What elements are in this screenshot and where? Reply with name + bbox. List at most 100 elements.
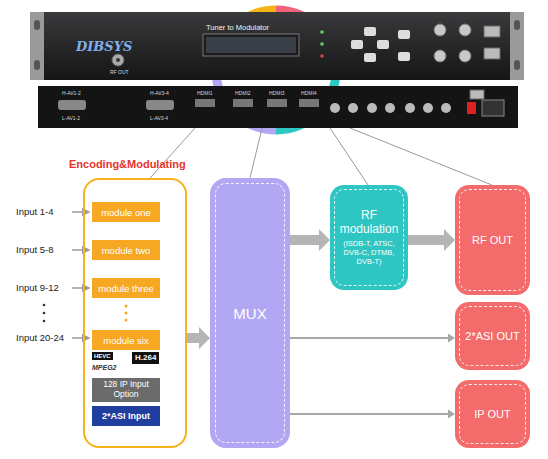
rack-hole <box>34 20 40 30</box>
port-label: HDMI2 <box>235 91 251 96</box>
leader-lines <box>150 128 492 185</box>
leader-line <box>150 128 195 178</box>
block-arrow <box>290 229 330 251</box>
input-arrow <box>72 211 89 213</box>
panel-body <box>38 86 518 128</box>
modulation-box: RF modulation (ISDB-T, ATSC, DVB-C, DTMB,… <box>330 185 408 290</box>
node-label: Encoding&Modulating <box>69 158 186 170</box>
f-connector <box>367 103 377 113</box>
module-box: module three <box>92 278 160 298</box>
hdmi-port <box>233 99 253 107</box>
node-label: RF modulation <box>338 209 400 235</box>
module-box: module six <box>92 330 160 350</box>
input-label: Input 9-12 <box>16 283 59 293</box>
input-label: Input 1-4 <box>16 207 54 217</box>
connector-arrow <box>408 229 455 251</box>
arrow-head <box>448 334 455 343</box>
node-sublabel: (ISDB-T, ATSC, DVB-C, DTMB, DVB-T) <box>338 239 400 266</box>
f-connector <box>423 103 433 113</box>
f-connector <box>405 103 415 113</box>
node-label: 128 IP Input Option <box>95 380 157 400</box>
f-connector <box>441 103 451 113</box>
dsub-port <box>58 100 86 110</box>
hdmi-port <box>195 99 215 107</box>
output-box: 2*ASI OUT <box>455 302 530 370</box>
rack-hole <box>514 20 520 30</box>
led <box>320 42 324 46</box>
connector-arrow <box>290 229 330 251</box>
dsub-port <box>146 100 174 110</box>
node-label: 2*ASI Input <box>102 411 150 421</box>
rj45-port <box>470 90 484 99</box>
led <box>320 30 324 34</box>
port-label: HDMI1 <box>197 91 213 96</box>
lcd-screen <box>206 37 296 53</box>
button <box>377 40 389 49</box>
input-arrows <box>72 212 89 338</box>
dot <box>125 312 128 315</box>
dot <box>125 305 128 308</box>
input-arrow <box>72 249 89 251</box>
mux-box: MUX <box>210 178 290 448</box>
output-box: IP OUT <box>455 380 530 448</box>
module-box: module two <box>92 240 160 260</box>
rack-ear <box>510 12 524 80</box>
leader-line <box>250 128 262 178</box>
port-label: RF OUT <box>110 70 129 75</box>
f-connector <box>434 24 446 36</box>
arrow-head <box>448 410 455 419</box>
rj45-port <box>484 48 500 59</box>
dot <box>125 319 128 322</box>
f-connector <box>459 24 471 36</box>
rack-ear <box>30 12 44 80</box>
rf-connector-pin <box>116 58 120 62</box>
codec-logo: H.264 <box>132 352 159 364</box>
button <box>398 52 410 61</box>
power-socket <box>482 100 504 116</box>
dot <box>43 304 46 307</box>
node-label: module six <box>103 335 148 346</box>
rf-connector <box>112 54 124 66</box>
rack-hole <box>514 60 520 70</box>
input-box: 2*ASI Input <box>92 406 160 426</box>
connector-arrow <box>187 327 210 349</box>
codec-logo: MPEG2 <box>92 364 117 371</box>
button <box>351 40 363 49</box>
connector-arrow <box>290 334 455 343</box>
port-label: L-AV3-4 <box>150 116 168 121</box>
block-arrow <box>408 229 455 251</box>
button <box>364 27 376 36</box>
leader-line <box>330 128 368 185</box>
module-box: module one <box>92 202 160 222</box>
group-container: Encoding&Modulatingmodule onemodule twom… <box>83 178 187 448</box>
option-box: 128 IP Input Option <box>92 378 160 402</box>
port-label: HDMI3 <box>269 91 285 96</box>
front-panel <box>30 12 524 80</box>
panel-body <box>30 12 524 80</box>
node-label: MUX <box>233 305 266 322</box>
node-label: 2*ASI OUT <box>465 330 519 342</box>
hdmi-port <box>299 99 319 107</box>
port-label: H-AV3-4 <box>150 91 169 96</box>
node-label: module three <box>98 283 153 294</box>
node-label: module two <box>102 245 151 256</box>
input-label: Input 20-24 <box>16 333 64 343</box>
input-label: Input 5-8 <box>16 245 54 255</box>
back-panel <box>38 86 518 128</box>
port-label: HDMI4 <box>301 91 317 96</box>
connector-line <box>290 337 448 339</box>
f-connector <box>348 103 358 113</box>
f-connector <box>330 103 340 113</box>
f-connector <box>434 50 446 62</box>
f-connector <box>385 103 395 113</box>
hdmi-port <box>267 99 287 107</box>
led <box>320 54 324 58</box>
input-arrow <box>72 287 89 289</box>
dot <box>43 312 46 315</box>
connector-line <box>290 413 448 415</box>
rack-hole <box>34 60 40 70</box>
button <box>398 30 410 39</box>
power-switch <box>467 102 476 114</box>
